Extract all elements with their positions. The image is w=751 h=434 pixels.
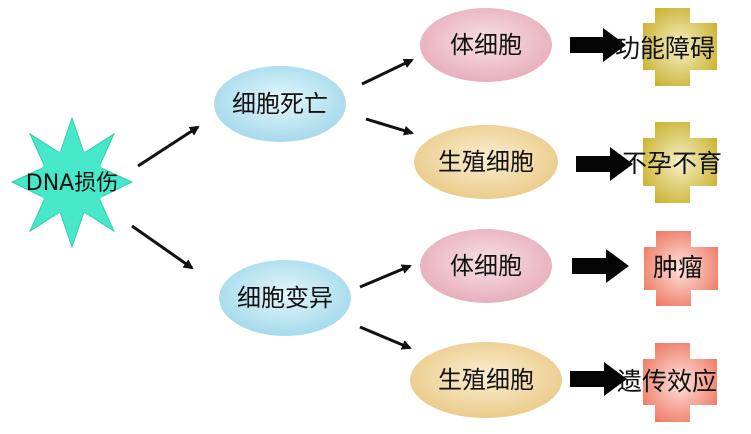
result-infertility-label: 不孕不育 <box>622 149 722 178</box>
oval-variation-germ <box>410 342 562 418</box>
node-death-germ: 生殖细胞 <box>414 125 558 199</box>
node-cell-variation: 细胞变异 <box>219 260 351 336</box>
cross-shape-red-1 <box>644 231 718 306</box>
result-dysfunction: 功能障碍 <box>615 8 717 86</box>
oval-death-somatic <box>420 8 552 82</box>
result-tumor: 肿瘤 <box>644 231 718 306</box>
arrow-death-to-somatic <box>361 58 414 86</box>
starburst-core <box>39 149 105 215</box>
block-arrow-1 <box>570 28 626 62</box>
block-arrow-4 <box>570 362 627 396</box>
cell-death-label: 细胞死亡 <box>232 90 328 118</box>
block-arrow-3 <box>572 249 629 283</box>
root-starburst: DNA损伤 <box>10 116 134 249</box>
block-arrow-2 <box>576 147 633 181</box>
variation-germ-label: 生殖细胞 <box>438 366 534 394</box>
death-somatic-label: 体细胞 <box>450 31 522 59</box>
oval-death-germ <box>414 125 558 199</box>
cross-shape-yellow-2 <box>643 122 717 203</box>
cross-shape-yellow-1 <box>643 8 717 86</box>
arrow-root-to-death <box>137 125 200 168</box>
cross-shape-red-2 <box>643 343 717 422</box>
variation-somatic-label: 体细胞 <box>450 252 522 280</box>
arrow-variation-to-somatic <box>359 264 412 289</box>
node-variation-somatic: 体细胞 <box>420 229 552 303</box>
arrow-death-to-germ <box>365 117 414 136</box>
node-cell-death: 细胞死亡 <box>214 66 346 142</box>
result-dysfunction-label: 功能障碍 <box>615 34 715 63</box>
oval-variation-somatic <box>420 229 552 303</box>
node-death-somatic: 体细胞 <box>420 8 552 82</box>
oval-cell-variation <box>219 260 351 336</box>
death-germ-label: 生殖细胞 <box>438 148 534 176</box>
result-infertility: 不孕不育 <box>622 122 722 203</box>
arrow-root-to-variation <box>131 224 194 270</box>
oval-cell-death <box>214 66 346 142</box>
node-variation-germ: 生殖细胞 <box>410 342 562 418</box>
cell-variation-label: 细胞变异 <box>237 284 333 312</box>
result-genetic-label: 遗传效应 <box>617 367 717 396</box>
root-label: DNA损伤 <box>26 171 118 196</box>
result-genetic: 遗传效应 <box>617 343 717 422</box>
result-tumor-label: 肿瘤 <box>653 253 703 282</box>
arrow-variation-to-germ <box>359 325 412 350</box>
